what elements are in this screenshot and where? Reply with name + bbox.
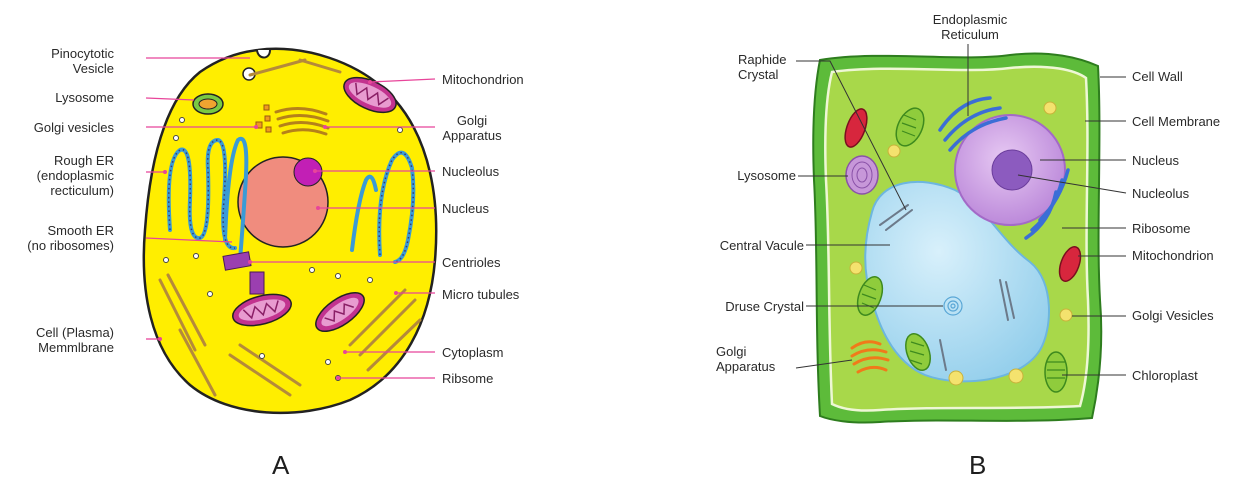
label-endoplasmic-line1: Endoplasmic bbox=[928, 12, 1012, 27]
label-central-vacuole: Central Vacule bbox=[686, 238, 804, 253]
caption-b: B bbox=[969, 450, 986, 481]
label-pinocytotic-vesicle: Pinocytotic Vesicle bbox=[0, 46, 114, 76]
label-raphide-line1: Raphide bbox=[738, 52, 786, 67]
nucleolus-animal bbox=[294, 158, 322, 186]
caption-a: A bbox=[272, 450, 289, 481]
label-rough-er-line3: recticulum) bbox=[0, 183, 114, 198]
chloroplast-right bbox=[1045, 352, 1067, 392]
label-golgi-apparatus-a-line1: Golgi bbox=[440, 113, 504, 128]
label-endoplasmic-reticulum: Endoplasmic Reticulum bbox=[928, 12, 1012, 42]
label-golgi-apparatus-a: Golgi Apparatus bbox=[440, 113, 504, 143]
label-raphide-crystal: Raphide Crystal bbox=[738, 52, 786, 82]
label-centrioles: Centrioles bbox=[442, 255, 501, 270]
label-smooth-er-line2: (no ribosomes) bbox=[0, 238, 114, 253]
label-cell-membrane-line2: Memmlbrane bbox=[0, 340, 114, 355]
label-cell-membrane-line1: Cell (Plasma) bbox=[0, 325, 114, 340]
label-cell-wall: Cell Wall bbox=[1132, 69, 1183, 84]
label-nucleolus-a: Nucleolus bbox=[442, 164, 499, 179]
label-micro-tubules: Micro tubules bbox=[442, 287, 519, 302]
label-cytoplasm: Cytoplasm bbox=[442, 345, 503, 360]
nucleolus-plant bbox=[992, 150, 1032, 190]
label-smooth-er: Smooth ER (no ribosomes) bbox=[0, 223, 114, 253]
label-golgi-apparatus-b-line2: Apparatus bbox=[716, 359, 775, 374]
label-pinocytotic-line2: Vesicle bbox=[0, 61, 114, 76]
label-ribosome-b: Ribosome bbox=[1132, 221, 1191, 236]
lysosome-plant bbox=[846, 156, 878, 194]
label-rough-er-line1: Rough ER bbox=[0, 153, 114, 168]
label-mitochondrion-a: Mitochondrion bbox=[442, 72, 524, 87]
label-nucleus-a: Nucleus bbox=[442, 201, 489, 216]
label-raphide-line2: Crystal bbox=[738, 67, 786, 82]
label-smooth-er-line1: Smooth ER bbox=[0, 223, 114, 238]
animal-cell bbox=[144, 49, 436, 413]
pinocytotic-vesicle bbox=[257, 50, 270, 58]
label-golgi-vesicles-b: Golgi Vesicles bbox=[1132, 308, 1214, 323]
label-nucleus-b: Nucleus bbox=[1132, 153, 1179, 168]
label-endoplasmic-line2: Reticulum bbox=[928, 27, 1012, 42]
label-rough-er-line2: (endoplasmic bbox=[0, 168, 114, 183]
label-ribsome: Ribsome bbox=[442, 371, 493, 386]
label-lysosome-b: Lysosome bbox=[690, 168, 796, 183]
label-rough-er: Rough ER (endoplasmic recticulum) bbox=[0, 153, 114, 198]
label-lysosome-a: Lysosome bbox=[0, 90, 114, 105]
lysosome-core bbox=[199, 99, 217, 109]
label-cell-membrane-a: Cell (Plasma) Memmlbrane bbox=[0, 325, 114, 355]
label-chloroplast: Chloroplast bbox=[1132, 368, 1198, 383]
label-nucleolus-b: Nucleolus bbox=[1132, 186, 1189, 201]
label-golgi-apparatus-a-line2: Apparatus bbox=[440, 128, 504, 143]
label-golgi-apparatus-b: Golgi Apparatus bbox=[716, 344, 775, 374]
label-golgi-apparatus-b-line1: Golgi bbox=[716, 344, 775, 359]
label-pinocytotic-line1: Pinocytotic bbox=[0, 46, 114, 61]
label-cell-membrane-b: Cell Membrane bbox=[1132, 114, 1220, 129]
label-mitochondrion-b: Mitochondrion bbox=[1132, 248, 1214, 263]
plant-cell bbox=[796, 44, 1126, 423]
label-golgi-vesicles-a: Golgi vesicles bbox=[0, 120, 114, 135]
label-druse-crystal: Druse Crystal bbox=[686, 299, 804, 314]
